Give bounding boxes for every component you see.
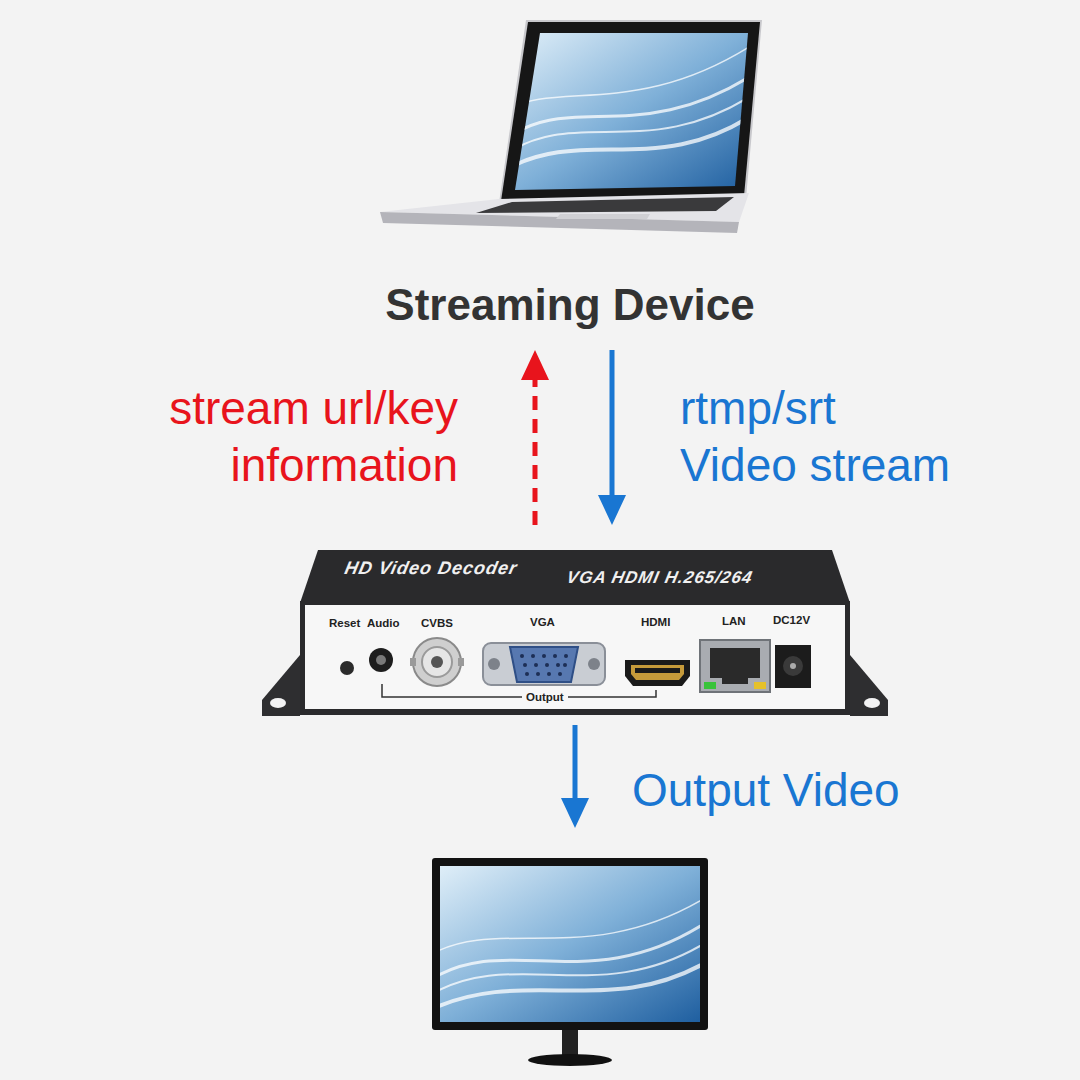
monitor-illustration: [430, 858, 710, 1066]
connector-line: [533, 378, 538, 525]
streaming-device: Streaming Device: [350, 15, 790, 350]
connector-line: [610, 350, 615, 497]
connector-line: [573, 725, 578, 800]
port-label: HDMI: [641, 616, 670, 629]
port-label: Audio: [367, 617, 400, 630]
port-label: Output: [522, 691, 568, 704]
connector-arrow: [521, 350, 549, 525]
port-label: LAN: [722, 615, 746, 628]
decoder-illustration: [262, 550, 888, 716]
connector-arrow: [598, 350, 626, 525]
edge-label: stream url/key information: [78, 380, 458, 494]
housing-text: VGA HDMI H.265/264: [565, 569, 754, 586]
arrow-head: [561, 798, 589, 828]
port-label: Reset: [329, 617, 360, 630]
device-title: Streaming Device: [350, 283, 790, 327]
port-label: CVBS: [421, 617, 453, 630]
display-monitor: [428, 828, 712, 1070]
edge-label: Output Video: [632, 762, 1052, 819]
housing-text: HD Video Decoder: [343, 559, 519, 577]
laptop-illustration: [380, 20, 762, 233]
edge-label: rtmp/srt Video stream: [680, 380, 960, 494]
arrow-head: [521, 350, 549, 380]
port-label: VGA: [530, 616, 555, 629]
port-label: DC12V: [773, 614, 810, 627]
connector-arrow: [561, 725, 589, 828]
arrow-head: [598, 495, 626, 525]
